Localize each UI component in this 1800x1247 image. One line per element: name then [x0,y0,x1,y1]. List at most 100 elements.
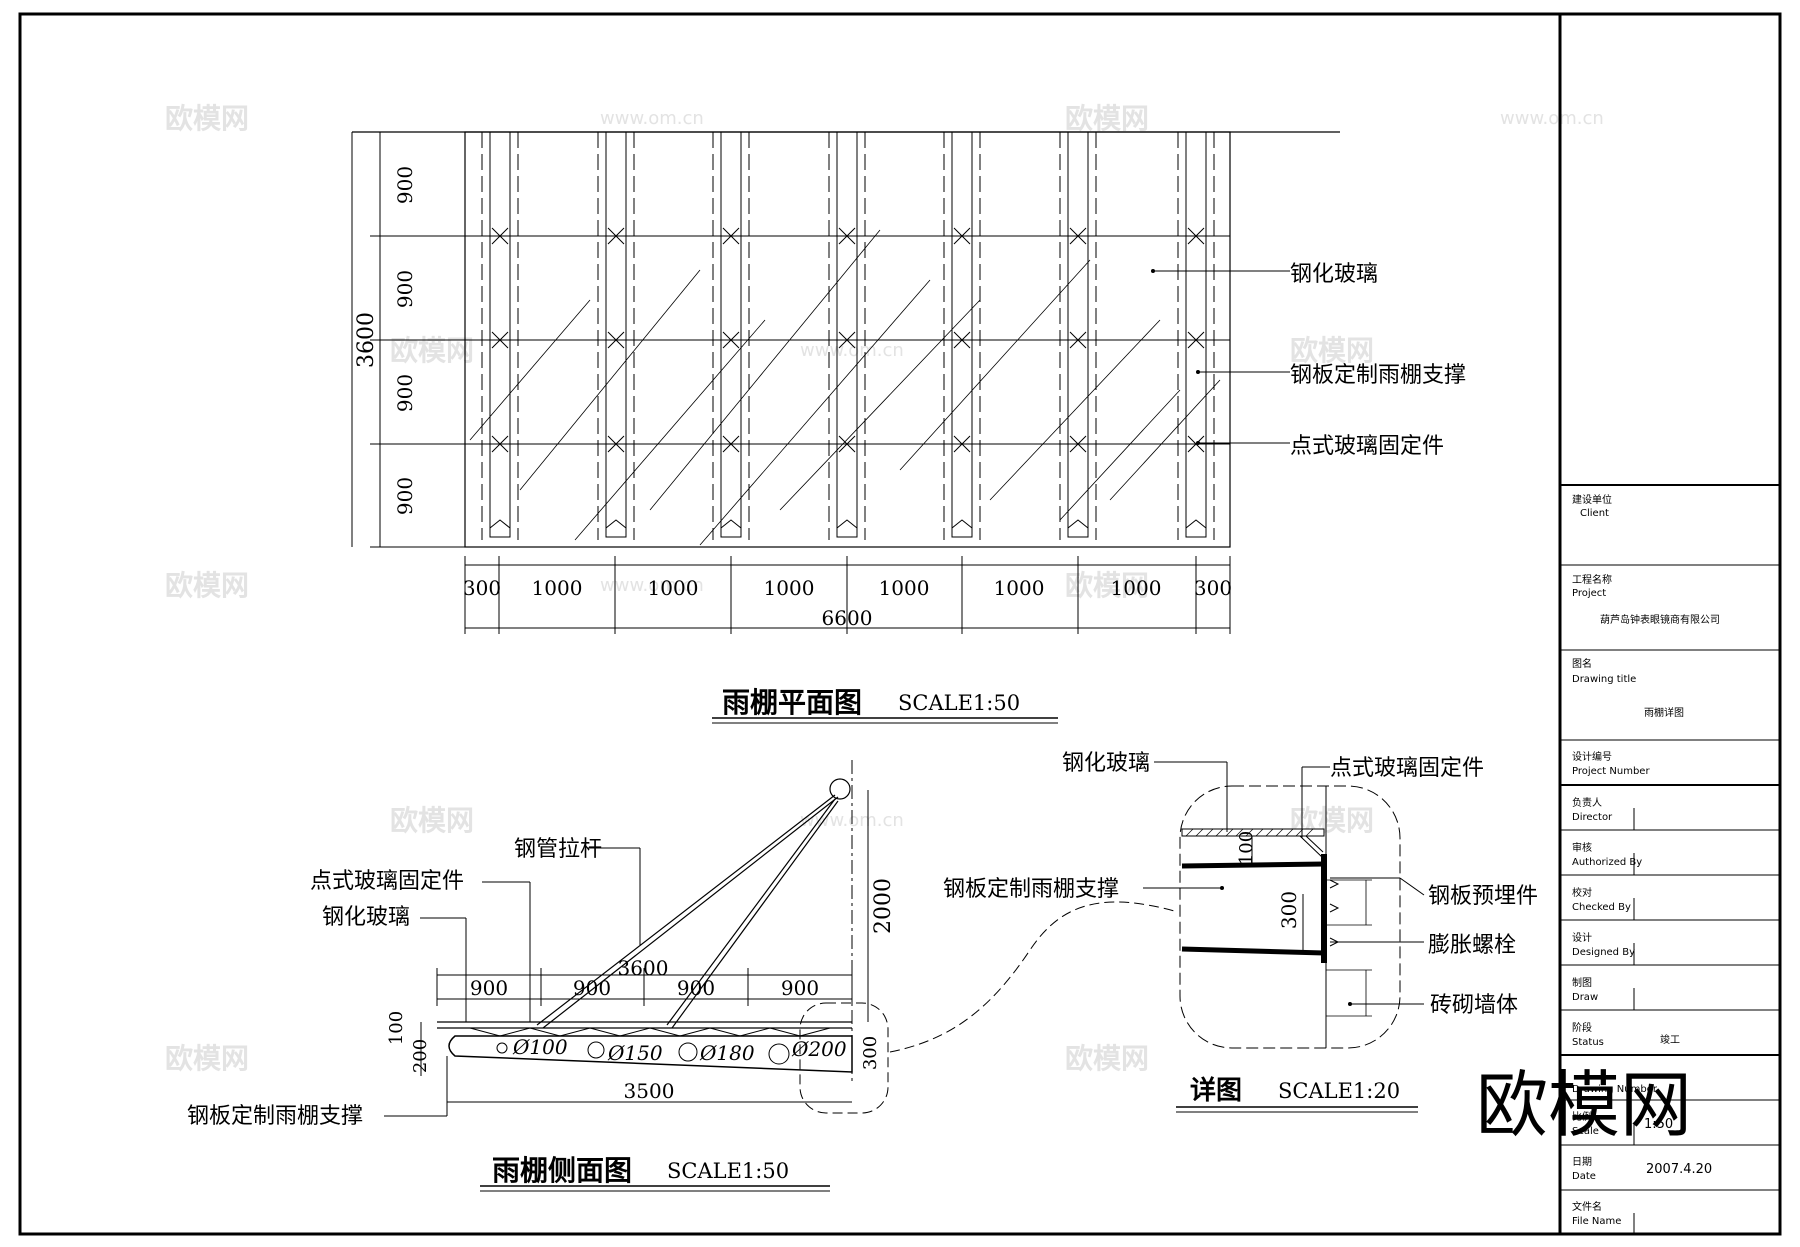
tb-scale-value: 1:50 [1644,1117,1673,1132]
watermark-logo: 欧模网 [1290,334,1374,367]
hole-label: Ø180 [699,1041,755,1065]
side-seg-dim: 900 [677,976,715,1000]
leader-dot [1348,1002,1352,1006]
tb-status-en: Status [1572,1037,1604,1048]
tb-checked-en: Checked By [1572,902,1631,913]
detail-scale: SCALE1:20 [1278,1079,1400,1103]
plan-view: 900 900 900 900 3600 300 1000 1000 1000 … [351,131,1466,724]
tension-rod [666,798,836,1026]
anchor-ring [829,778,851,800]
hatch-line [469,299,591,441]
beam-outline [951,131,973,538]
row-dim-3: 900 [393,374,417,412]
point-fixer [953,227,971,245]
detail-label-fixer: 点式玻璃固定件 [1330,756,1484,781]
beam-end-mark [1185,519,1207,529]
point-fixer [1069,331,1087,349]
leader-dot [1220,886,1224,890]
beam-end-mark [1067,519,1089,529]
point-fixer [607,227,625,245]
col-dim: 1000 [879,576,930,600]
side-seg-dim: 900 [573,976,611,1000]
beam-outline [836,131,858,538]
tb-draw-cn: 制图 [1572,976,1592,989]
tb-project-en: Project [1572,588,1606,599]
detail-label-plate: 钢板预埋件 [1428,884,1538,909]
watermark-logo: 欧模网 [165,569,249,602]
beam-end-mark [489,519,511,529]
hole-circle [587,1041,605,1059]
bolt-mark [1329,903,1340,913]
beam-outline [720,131,742,538]
tb-draw-en: Draw [1572,992,1598,1003]
row-dim-2: 900 [393,270,417,308]
hole-circle [496,1042,508,1054]
hole-circle [768,1043,790,1065]
plan-label-fixer: 点式玻璃固定件 [1290,434,1444,459]
hatch-line [1059,389,1181,521]
tb-number-en: Project Number [1572,766,1650,777]
hatch-line [699,279,931,546]
bolt-mark [1329,879,1340,889]
tension-rod [536,794,836,1026]
truss-web [469,1027,831,1037]
side-label-support: 钢板定制雨棚支撑 [187,1104,363,1129]
point-fixer [607,435,625,453]
dim-ticks [370,131,1231,634]
hatch-line [574,319,766,541]
side-dim-span: 3600 [618,956,669,980]
point-fixer [722,435,740,453]
tb-number-cn: 设计编号 [1572,750,1612,763]
col-dim: 300 [1194,576,1232,600]
detail-callout-link [889,901,1179,1053]
hole-label: Ø100 [512,1035,568,1059]
detail-fixer [1305,835,1324,853]
detail-beam-top [1181,861,1325,869]
detail-view: 100 300 钢化玻璃 点式玻璃固定件 钢板定制雨棚支撑 钢板预埋件 膨胀螺栓… [943,751,1538,1113]
title-block: 建设单位 Client 工程名称 Project 葫芦岛钟表眼镜商有限公司 图名… [1560,484,1780,1234]
point-fixer [1187,227,1205,245]
tb-scale-en: Scale [1572,1126,1599,1137]
side-dim-height: 2000 [871,878,896,934]
side-seg-dim: 900 [781,976,819,1000]
detail-dim-100: 100 [1236,831,1257,865]
watermark-logo: 欧模网 [165,102,249,135]
plan-overall-width: 6600 [822,606,873,630]
point-fixer [1069,227,1087,245]
tb-date-value: 2007.4.20 [1646,1162,1712,1177]
point-fixer [1069,435,1087,453]
detail-dim-300: 300 [1277,891,1301,929]
tb-client-en: Client [1580,508,1609,519]
tb-file-en: File Name [1572,1216,1621,1227]
side-support-beam [448,1035,853,1073]
watermark-url: www.om.cn [800,340,904,361]
plan-label-glass: 钢化玻璃 [1290,262,1378,287]
side-view: Ø100 Ø150 Ø180 Ø200 2000 3600 900 900 90… [187,760,1179,1192]
tb-title-cn: 图名 [1572,657,1592,670]
watermark-url: www.om.cn [1500,108,1604,129]
plan-label-support: 钢板定制雨棚支撑 [1290,363,1466,388]
hatch-line [989,319,1161,501]
tb-date-cn: 日期 [1572,1156,1592,1168]
point-fixer [953,435,971,453]
detail-beam-bottom [1181,946,1325,956]
tb-auth-cn: 审核 [1572,841,1592,854]
tb-file-cn: 文件名 [1572,1200,1602,1213]
beam-end-mark [605,519,627,529]
watermark-url: www.om.cn [600,108,704,129]
hatch-line [519,269,701,491]
hole-label: Ø150 [607,1041,663,1065]
tension-rod [542,796,839,1029]
detail-label-wall: 砖砌墙体 [1430,993,1518,1018]
side-scale: SCALE1:50 [667,1159,789,1183]
leader-dot [1196,441,1200,445]
tb-title-en: Drawing title [1572,674,1636,685]
plan-title: 雨棚平面图 [722,686,862,719]
watermark-logo: 欧模网 [1065,1042,1149,1075]
side-seg-dim: 900 [470,976,508,1000]
hole-circle [678,1042,698,1062]
beam-outline [1067,131,1089,538]
beam-outline [1185,131,1207,538]
point-fixer [491,435,509,453]
